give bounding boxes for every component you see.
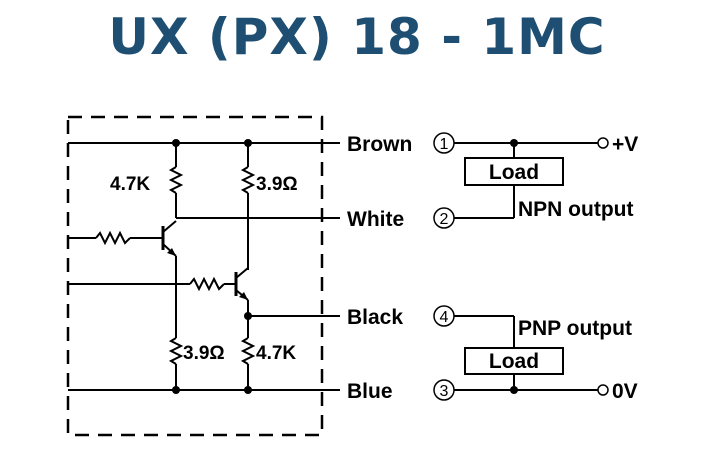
- resistor-top-right: [240, 166, 256, 194]
- pnp-output-label: PNP output: [518, 317, 632, 340]
- pin-number: 3: [440, 383, 449, 400]
- resistor-bottom-left-label: 3.9Ω: [183, 343, 225, 364]
- supply-ground-label: 0V: [612, 380, 638, 403]
- pin-number: 4: [440, 309, 449, 326]
- pin-number: 2: [440, 211, 449, 228]
- sensor-enclosure: [66, 115, 324, 437]
- wire-label-white: White: [347, 208, 404, 231]
- wire-label-brown: Brown: [347, 133, 412, 156]
- wire-label-black: Black: [347, 306, 403, 329]
- resistor-top-right-label: 3.9Ω: [256, 174, 298, 195]
- load-box-npn: [464, 157, 564, 186]
- load-label-npn: Load: [489, 161, 539, 184]
- terminal-ground: [597, 384, 609, 396]
- resistor-bottom-right-label: 4.7K: [256, 343, 296, 364]
- pin-number: 1: [440, 136, 449, 153]
- resistor-top-left: [168, 166, 184, 194]
- resistor-base-1: [95, 230, 131, 246]
- supply-positive-label: +V: [612, 133, 638, 156]
- resistor-top-left-label: 4.7K: [110, 174, 150, 195]
- load-box-pnp: [464, 347, 564, 375]
- junction-dot: [510, 386, 518, 394]
- wire-label-blue: Blue: [347, 380, 393, 403]
- resistor-bottom-left: [168, 337, 184, 365]
- npn-output-label: NPN output: [518, 198, 633, 221]
- terminal-positive: [597, 137, 609, 149]
- load-label-pnp: Load: [489, 350, 539, 373]
- resistor-bottom-right: [240, 337, 256, 365]
- resistor-base-2: [189, 276, 225, 292]
- diagram-title: UX (PX) 18 - 1MC: [108, 8, 606, 66]
